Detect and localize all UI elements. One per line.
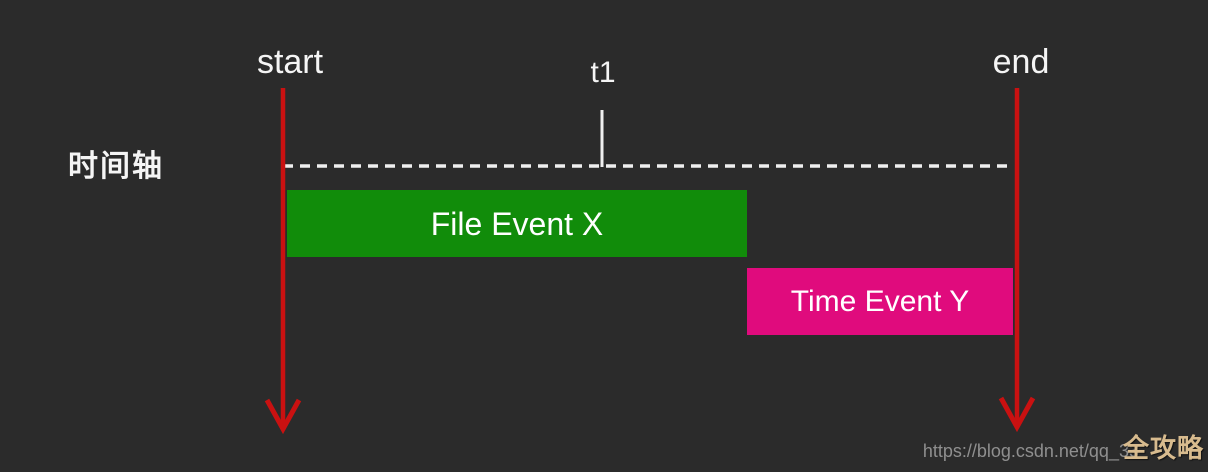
file-event-label: File Event X	[430, 205, 604, 242]
file-event-bar: File Event X	[287, 190, 747, 257]
end-marker-label: end	[992, 43, 1050, 81]
end-arrowhead-icon	[998, 396, 1036, 433]
start-arrowhead-icon	[264, 398, 302, 435]
watermark-url: https://blog.csdn.net/qq_33	[922, 441, 1139, 461]
t1-marker-label: t1	[590, 56, 616, 89]
time-event-bar: Time Event Y	[747, 268, 1013, 335]
watermark: https://blog.csdn.net/qq_33 全攻略	[923, 428, 1204, 465]
time-event-label: Time Event Y	[790, 284, 970, 318]
axis-label: 时间轴	[68, 150, 164, 183]
start-marker-label: start	[256, 43, 324, 81]
watermark-stamp: 全攻略	[1122, 433, 1204, 463]
